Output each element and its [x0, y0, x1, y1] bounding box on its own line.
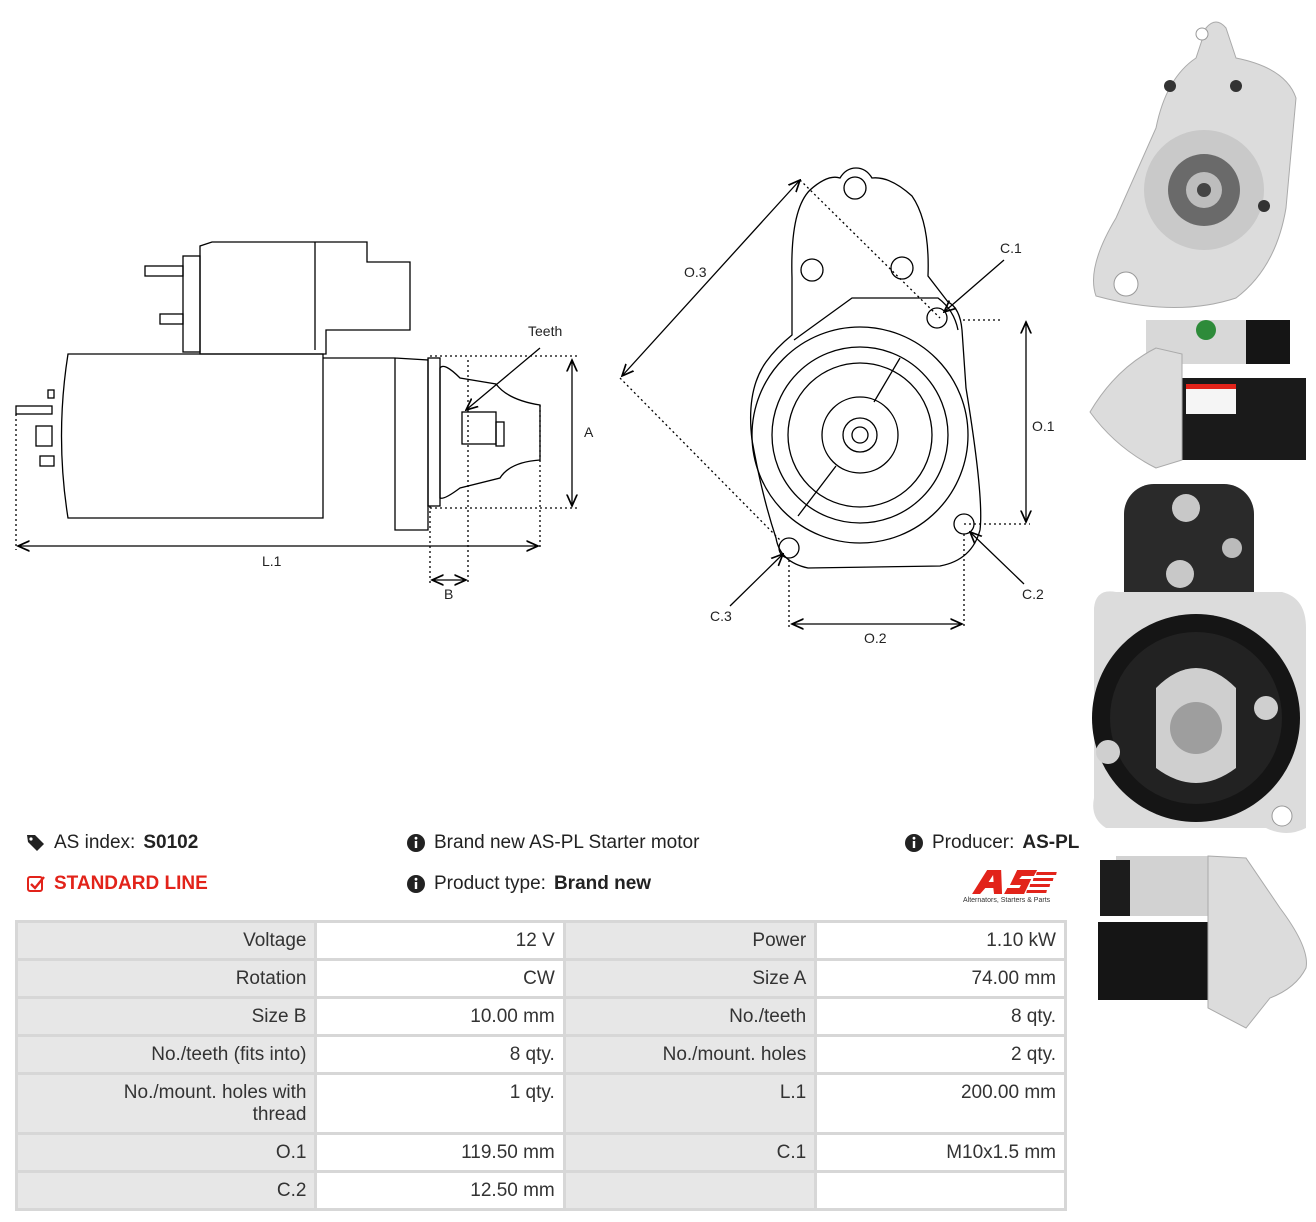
spec-value: 200.00 mm — [814, 1072, 1067, 1135]
spec-value: 8 qty. — [814, 996, 1067, 1037]
spec-label: O.1 — [14, 1132, 318, 1173]
table-row: C.2 12.50 mm — [14, 1170, 1067, 1211]
check-square-icon — [27, 876, 45, 892]
photo-side-2[interactable] — [1098, 855, 1307, 1029]
front-view — [749, 167, 982, 569]
spec-label: C.1 — [562, 1132, 818, 1173]
spec-value: 8 qty. — [314, 1034, 566, 1075]
standard-line-label: STANDARD LINE — [54, 873, 208, 894]
side-view — [15, 241, 541, 531]
spec-label: No./mount. holes with thread — [14, 1072, 318, 1135]
logo-tagline: Alternators, Starters & Parts — [963, 897, 1051, 904]
specs-table: Voltage 12 V Power 1.10 kW Rotation CW S… — [14, 920, 1067, 1211]
table-row: Rotation CW Size A 74.00 mm — [14, 958, 1067, 999]
spec-label: Size B — [14, 996, 318, 1037]
photo-rear[interactable] — [1092, 484, 1306, 833]
as-index-label: AS index: — [54, 832, 136, 853]
product-type-row: Product type: Brand new — [406, 873, 651, 895]
info-circle-icon — [407, 834, 425, 852]
product-type-value: Brand new — [553, 873, 652, 894]
product-type-label: Product type: — [434, 873, 546, 894]
spec-label: No./teeth — [562, 996, 818, 1037]
spec-value — [814, 1170, 1067, 1211]
spec-label: C.2 — [14, 1170, 318, 1211]
description-row: Brand new AS-PL Starter motor — [406, 832, 699, 854]
spec-value: 1 qty. — [314, 1072, 566, 1135]
technical-drawing: Teeth A B L.1 O.1 O.2 O.3 C.1 C.2 C.3 — [15, 167, 1055, 646]
spec-value: 74.00 mm — [814, 958, 1067, 999]
info-circle-icon — [407, 875, 425, 893]
spec-label: Voltage — [14, 920, 318, 961]
photo-side[interactable] — [1089, 320, 1306, 469]
spec-label: No./mount. holes — [562, 1034, 818, 1075]
dim-c2-label: C.2 — [1022, 586, 1044, 602]
product-description: Brand new AS-PL Starter motor — [434, 832, 700, 853]
producer-label: Producer: — [932, 832, 1015, 853]
spec-value: 1.10 kW — [814, 920, 1067, 961]
as-index: AS index: S0102 — [26, 832, 198, 854]
product-photos — [1086, 8, 1312, 1038]
spec-label — [562, 1170, 818, 1211]
as-index-value: S0102 — [143, 832, 199, 853]
spec-label: No./teeth (fits into) — [14, 1034, 318, 1075]
spec-label: L.1 — [562, 1072, 818, 1135]
dim-o2-label: O.2 — [864, 630, 887, 646]
producer-row: Producer: AS-PL — [904, 832, 1079, 854]
dim-b-label: B — [444, 586, 453, 602]
teeth-label: Teeth — [528, 323, 562, 339]
dim-o1-label: O.1 — [1032, 418, 1055, 434]
spec-value: 12 V — [314, 920, 566, 961]
dim-o3-label: O.3 — [684, 264, 707, 280]
product-line: STANDARD LINE — [26, 873, 208, 895]
producer-value: AS-PL — [1022, 832, 1080, 853]
photo-front[interactable] — [1093, 21, 1297, 309]
spec-value: 10.00 mm — [314, 996, 566, 1037]
table-row: O.1 119.50 mm C.1 M10x1.5 mm — [14, 1132, 1067, 1173]
dim-a-label: A — [584, 424, 594, 440]
dim-c1-label: C.1 — [1000, 240, 1022, 256]
table-row: No./teeth (fits into) 8 qty. No./mount. … — [14, 1034, 1067, 1075]
tags-icon — [27, 835, 44, 851]
spec-label: Size A — [562, 958, 818, 999]
table-row: Size B 10.00 mm No./teeth 8 qty. — [14, 996, 1067, 1037]
spec-value: 12.50 mm — [314, 1170, 566, 1211]
spec-value: 2 qty. — [814, 1034, 1067, 1075]
table-row: Voltage 12 V Power 1.10 kW — [14, 920, 1067, 961]
spec-value: 119.50 mm — [314, 1132, 566, 1173]
spec-label: Rotation — [14, 958, 318, 999]
spec-label: Power — [562, 920, 818, 961]
spec-value: M10x1.5 mm — [814, 1132, 1067, 1173]
dim-c3-label: C.3 — [710, 608, 732, 624]
spec-value: CW — [314, 958, 566, 999]
table-row: No./mount. holes with thread 1 qty. L.1 … — [14, 1072, 1067, 1135]
as-pl-logo — [972, 870, 1057, 894]
info-circle-icon — [905, 834, 923, 852]
dim-l1-label: L.1 — [262, 553, 282, 569]
